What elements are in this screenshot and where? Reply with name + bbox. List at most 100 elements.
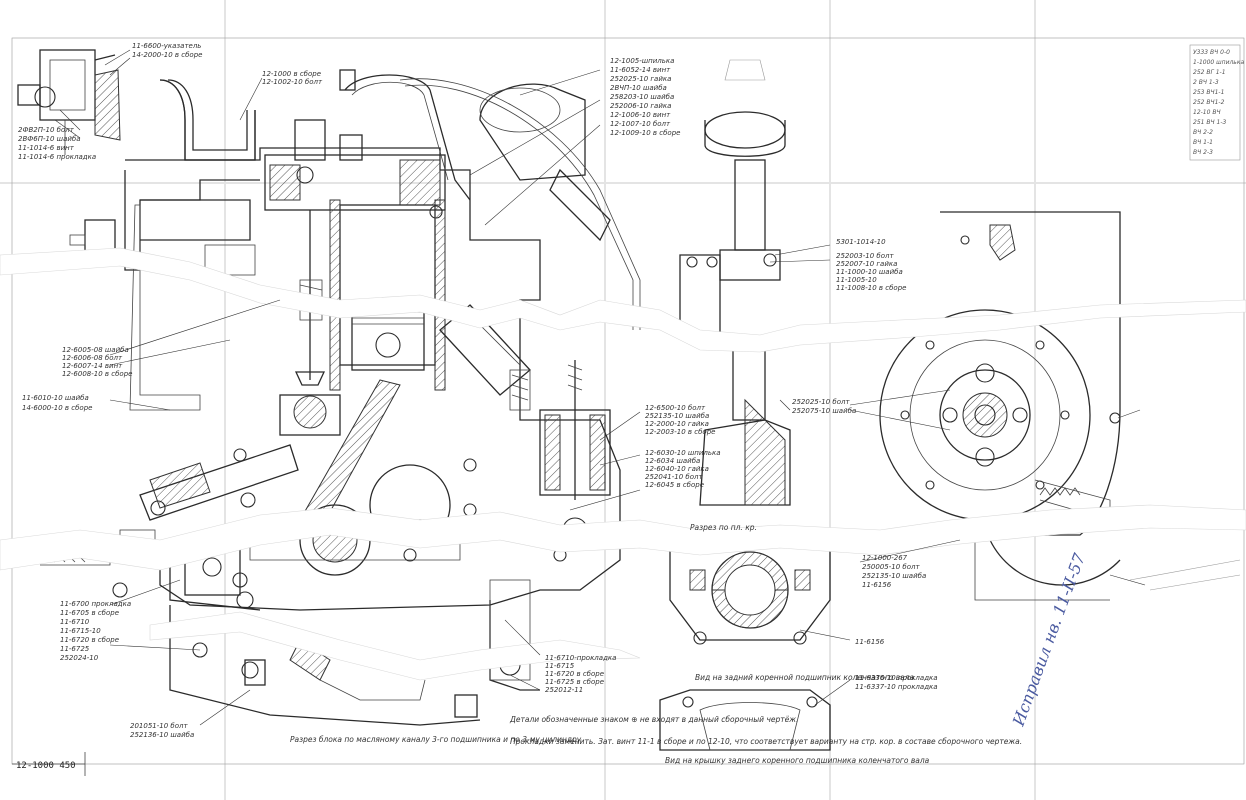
label: 12-1002-10 болт bbox=[262, 78, 323, 86]
label: 12-6007-14 винт bbox=[62, 362, 123, 370]
label: 12-6040-10 гайка bbox=[645, 465, 709, 473]
label: 14-2000-10 в сборе bbox=[132, 51, 202, 59]
top-left-assembly bbox=[17, 49, 256, 161]
label: 252136-10 шайба bbox=[130, 731, 194, 739]
label: 11-6720 в сборе bbox=[60, 636, 119, 644]
bearing-section bbox=[659, 534, 831, 751]
labels-top-left: 11-6600-указатель 14-2000-10 в сборе 2ФВ… bbox=[18, 42, 202, 161]
label: 251 ВЧ 1-3 bbox=[1193, 119, 1226, 126]
label: 253 ВЧ1-1 bbox=[1193, 89, 1224, 96]
labels-lower-center: 11-6710-прокладка 11-6715 11-6720 в сбор… bbox=[545, 654, 616, 694]
label: 12-1007-10 болт bbox=[610, 120, 671, 128]
label: 11-6010-10 шайба bbox=[22, 394, 89, 402]
leader-lines bbox=[54, 49, 1146, 726]
label: 11-6705 в сборе bbox=[60, 609, 119, 617]
sheet-number: 12-1000 450 bbox=[16, 761, 76, 771]
label: 11-6700 прокладка bbox=[60, 600, 131, 608]
label: 252041-10 болт bbox=[645, 473, 703, 481]
labels-right-flywheel: 252025-10 болт 252075-10 шайба bbox=[792, 398, 856, 415]
label: 12-6008-10 в сборе bbox=[62, 370, 132, 378]
torn-paper-strips bbox=[0, 247, 1246, 681]
handwriting-text: Исправил нв. 11-II-57 bbox=[1008, 550, 1089, 729]
label: 2ФВ2П-10 болт bbox=[18, 126, 75, 134]
label: 11-6156 bbox=[862, 581, 892, 589]
label: 252006-10 гайка bbox=[610, 102, 671, 110]
label: 12-6030-10 шпилька bbox=[645, 449, 721, 457]
drawing-frame bbox=[11, 37, 1245, 776]
label: 11-6337-10 прокладка bbox=[855, 683, 938, 691]
sheet-number-stamp: 12-1000 450 bbox=[16, 761, 76, 771]
label: 12-6034 шайба bbox=[645, 457, 700, 465]
view-rear-bearing-caption: Вид на задний коренной подшипник коленча… bbox=[695, 673, 915, 682]
labels-right-lower: 12-1000-267 250005-10 болт 252135-10 шай… bbox=[862, 554, 926, 589]
label: 2ВЧП-10 шайба bbox=[610, 84, 667, 92]
label: 5301-1014-10 bbox=[836, 238, 886, 246]
label: 252075-10 шайба bbox=[792, 407, 856, 415]
labels-right-middle: 5301-1014-10 252003-10 болт 252007-10 га… bbox=[836, 238, 906, 292]
label: 12-6500-10 болт bbox=[645, 404, 706, 412]
label: 252025-10 гайка bbox=[610, 75, 671, 83]
label: 252007-10 гайка bbox=[836, 260, 897, 268]
label: 2ВФ6П-10 шайба bbox=[18, 135, 81, 143]
label: 11-1014-6 винт bbox=[18, 144, 75, 152]
label: 12-2003-10 в сборе bbox=[645, 428, 715, 436]
section-caption: Разрез по пл. кр. bbox=[690, 523, 757, 532]
label: 11-6725 bbox=[60, 645, 90, 653]
view-front-caption: Вид на крышку заднего коренного подшипни… bbox=[665, 756, 930, 765]
label: 11-6710-прокладка bbox=[545, 654, 616, 662]
label: 12-1000 в сборе bbox=[262, 70, 321, 78]
label: 11-6715-10 bbox=[60, 627, 101, 635]
handwritten-annotation: Исправил нв. 11-II-57 bbox=[1008, 550, 1089, 729]
label: 2 ВЧ 1-3 bbox=[1193, 79, 1219, 86]
label: 252135-10 шайба bbox=[862, 572, 926, 580]
label: 11-1005-10 bbox=[836, 276, 877, 284]
label: 12-6006-08 болт bbox=[62, 354, 123, 362]
label: 12-1000-267 bbox=[862, 554, 908, 562]
labels-mid-center: 12-6500-10 болт 252135-10 шайба 12-2000-… bbox=[645, 404, 721, 489]
labels-right-bottom: 11-6156 11-6336-10 прокладка 11-6337-10 … bbox=[855, 638, 938, 691]
label: 11-1008-10 в сборе bbox=[836, 284, 906, 292]
engine-cross-section bbox=[40, 69, 641, 726]
label: У333 ВЧ 0-0 bbox=[1193, 49, 1230, 56]
label: 11-6715 bbox=[545, 662, 575, 670]
detail-note-title: Детали обозначенные знаком ⊕ не входят в… bbox=[509, 715, 798, 724]
labels-lower-left: 11-6700 прокладка 11-6705 в сборе 11-671… bbox=[60, 600, 131, 662]
labels-lower-bottom: 201051-10 болт 252136-10 шайба bbox=[130, 722, 194, 739]
label: 11-1014-6 прокладка bbox=[18, 153, 96, 161]
label: 252003-10 болт bbox=[836, 252, 894, 260]
label: 12-1005-шпилька bbox=[610, 57, 674, 65]
label: 14-6000-10 в сборе bbox=[22, 404, 92, 412]
label: 11-6052-14 винт bbox=[610, 66, 671, 74]
label: 250005-10 болт bbox=[862, 563, 920, 571]
label: 11-6336-10 прокладка bbox=[855, 674, 938, 682]
label: 11-1000-10 шайба bbox=[836, 268, 903, 276]
label: 12-6045 в сборе bbox=[645, 481, 704, 489]
label: ВЧ 1-1 bbox=[1193, 139, 1213, 146]
label: 12-2000-10 гайка bbox=[645, 420, 709, 428]
labels-mid-left: 12-6005-08 шайба 12-6006-08 болт 12-6007… bbox=[22, 346, 132, 412]
drawing-notes: Разрез блока по масляному каналу 3-го по… bbox=[290, 523, 1022, 765]
label: 12-10 ВЧ bbox=[1193, 109, 1221, 116]
label: 12-1006-10 винт bbox=[610, 111, 671, 119]
label: 12-1009-10 в сборе bbox=[610, 129, 680, 137]
label: 252 ВГ 1-1 bbox=[1193, 69, 1226, 76]
label: 11-6710 bbox=[60, 618, 90, 626]
label: 252024-10 bbox=[60, 654, 99, 662]
label: 252 ВЧ1-2 bbox=[1193, 99, 1225, 106]
label: 252025-10 болт bbox=[792, 398, 850, 406]
label: 1-1000 шпилька bbox=[1193, 59, 1244, 66]
parts-table-top-right: У333 ВЧ 0-0 1-1000 шпилька 252 ВГ 1-1 2 … bbox=[1189, 44, 1244, 161]
label: 252135-10 шайба bbox=[645, 412, 709, 420]
label: 12-6005-08 шайба bbox=[62, 346, 129, 354]
label: 252012-11 bbox=[545, 686, 583, 694]
label: 11-6720 в сборе bbox=[545, 670, 604, 678]
label: 201051-10 болт bbox=[130, 722, 188, 730]
label: 11-6156 bbox=[855, 638, 885, 646]
vertical-shaft-assembly bbox=[679, 59, 791, 506]
label: 11-6725 в сборе bbox=[545, 678, 604, 686]
label: 11-6600-указатель bbox=[132, 42, 201, 50]
cross-section-note: Разрез блока по масляному каналу 3-го по… bbox=[290, 735, 584, 744]
label: ВЧ 2-2 bbox=[1193, 129, 1213, 136]
